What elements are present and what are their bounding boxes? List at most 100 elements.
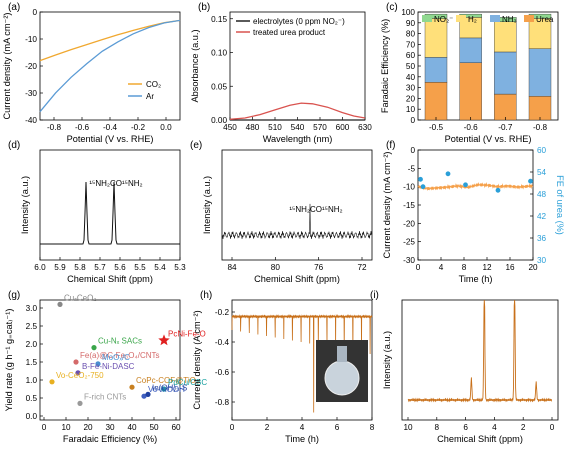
point-label: MoOₓ/C (102, 353, 130, 362)
x-tick-label: 0 (42, 423, 47, 432)
y-axis-label: Current density (mA cm⁻²) (2, 13, 12, 120)
x-axis-label: Faradaic Efficiency (%) (63, 434, 157, 444)
panel-label: (f) (386, 140, 395, 151)
x-tick-label: 6 (335, 423, 340, 432)
x-tick-label: 600 (336, 123, 350, 132)
x-axis-label: Time (h) (459, 274, 493, 284)
peak-annotation: ¹⁵NH₂CO¹⁵NH₂ (89, 179, 142, 188)
bar-2-2 (494, 21, 517, 53)
legend-label: CO₂ (146, 80, 161, 89)
bar-1-0 (459, 62, 482, 121)
x-tick-label: 20 (528, 263, 538, 272)
y-tick-label: -30 (403, 256, 415, 265)
y-tick-label: -0.8 (215, 398, 230, 407)
y-tick-label: 1.5 (26, 358, 38, 367)
y-tick-label: -0.2 (215, 308, 230, 317)
y-tick-label: -25 (403, 238, 415, 247)
y-tick-label: 40 (406, 73, 416, 82)
panel-label: (e) (190, 140, 202, 151)
y2-tick-label: 36 (537, 234, 547, 243)
plot-frame (401, 299, 559, 421)
fe-point (463, 182, 468, 188)
x-axis-label: Wavelength (nm) (263, 134, 333, 144)
y2-tick-label: 42 (537, 212, 547, 221)
y-tick-label: 20 (406, 94, 416, 103)
point-label: Fe(a)@C-Fe₃O₄/CNTs (80, 351, 160, 360)
x-tick-label: -0.8 (533, 123, 548, 132)
plot-frame (39, 149, 181, 261)
nmr-spectrum (221, 203, 373, 240)
y-tick-label: -40 (25, 116, 37, 125)
x-tick-label: 630 (358, 123, 372, 132)
bar-2-1 (494, 51, 517, 95)
current-trace (417, 181, 534, 192)
point-label: CoPc-COF@TiO₂ (136, 376, 199, 385)
y-axis-label: Yield rate (g h⁻¹ g₌cat₎⁻¹) (4, 309, 14, 412)
nmr-spectrum (407, 299, 553, 403)
current-trace (231, 314, 373, 413)
legend-label: electrolytes (0 ppm NO₂⁻) (253, 17, 345, 26)
legend-swatch (422, 15, 432, 22)
y-tick-label: 0.0 (26, 412, 38, 421)
x-tick-label: 16 (505, 263, 515, 272)
y-tick-label: 0.10 (211, 49, 227, 58)
y2-tick-label: 54 (537, 168, 547, 177)
y-tick-label: 2.0 (26, 340, 38, 349)
x-tick-label: 5.4 (154, 263, 166, 272)
y-tick-label: -20 (403, 219, 415, 228)
x-tick-label: -0.6 (75, 123, 90, 132)
x-axis-label: Chemical Shift (ppm) (67, 274, 153, 284)
x-tick-label: 2 (521, 423, 526, 432)
y-axis-label: Current density (A cm⁻²) (192, 310, 202, 409)
legend-label: NO₂⁻ (434, 15, 453, 24)
series-line-1 (229, 102, 366, 120)
x-axis-label: Potential (V vs. RHE) (67, 134, 154, 144)
x-tick-label: 76 (314, 263, 324, 272)
y2-tick-label: 30 (537, 256, 547, 265)
legend-swatch (524, 15, 534, 22)
x-tick-label: 8 (370, 423, 375, 432)
x-tick-label: 60 (171, 423, 181, 432)
point-label: B-Fe-Ni-DASC (82, 362, 135, 371)
x-tick-label: 40 (127, 423, 137, 432)
bar-2-0 (494, 93, 517, 121)
y-tick-label: 0 (32, 8, 37, 17)
x-tick-label: 10 (403, 423, 413, 432)
y-tick-label: -0.4 (215, 338, 230, 347)
x-tick-label: -0.6 (464, 123, 479, 132)
x-tick-label: 0.0 (160, 123, 172, 132)
x-tick-label: 5.7 (94, 263, 106, 272)
x-tick-label: 0 (550, 423, 555, 432)
y-axis-label: Current density (mA cm⁻²) (382, 152, 392, 259)
point-label: Vo-InOOH (148, 385, 185, 394)
data-point-star (158, 334, 170, 346)
x-tick-label: -0.7 (498, 123, 513, 132)
legend-label: H₂ (468, 15, 477, 24)
x-tick-label: 80 (271, 263, 281, 272)
data-point (129, 384, 135, 390)
point-label: In(OH)₃-S (152, 383, 187, 392)
x-tick-label: 510 (268, 123, 282, 132)
panel-label: (a) (8, 2, 20, 13)
x-tick-label: 5.3 (174, 263, 186, 272)
legend-swatch (490, 15, 500, 22)
y-tick-label: 100 (401, 8, 415, 17)
peak-annotation: ¹⁵NH₂CO¹⁵NH₂ (289, 205, 342, 214)
plot-frame (39, 11, 181, 121)
data-point (95, 361, 101, 367)
y-tick-label: 0 (410, 146, 415, 155)
x-tick-label: 84 (227, 263, 237, 272)
y-tick-label: -0.6 (215, 368, 230, 377)
point-label: F-rich CNTs (84, 392, 126, 401)
x-axis-label: Potential (V vs. RHE) (445, 134, 532, 144)
bar-0-1 (424, 57, 448, 83)
x-tick-label: 4 (492, 423, 497, 432)
point-label: PcNi-Fe-O (168, 329, 206, 338)
